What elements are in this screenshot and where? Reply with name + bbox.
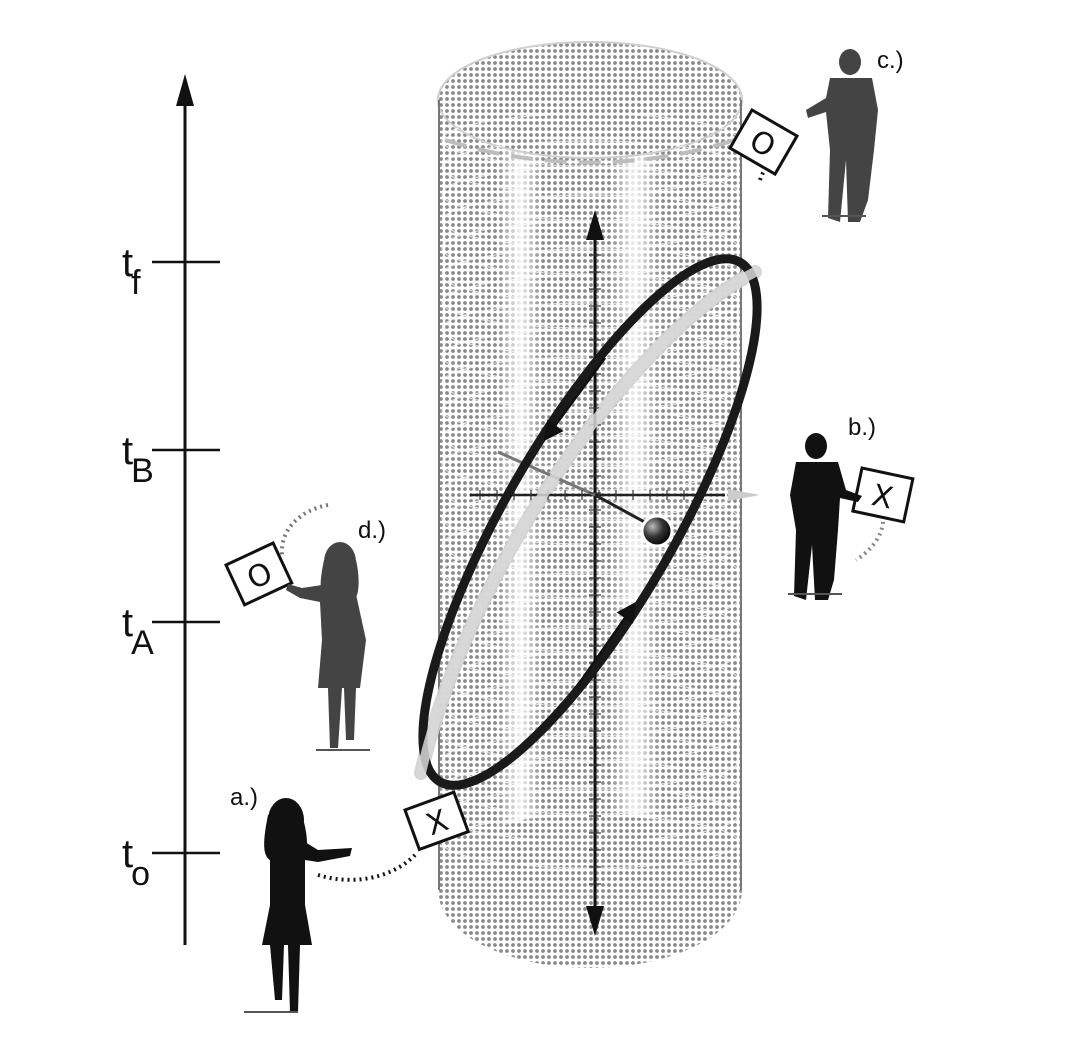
timeline-arrow-icon	[176, 74, 194, 106]
orbit-ring	[418, 254, 762, 790]
timeline-tick-label: tf	[122, 241, 141, 302]
cylinder-bottom-cap	[438, 812, 742, 968]
vertical-axis-top-arrow-icon	[586, 210, 604, 240]
svg-text:b.): b.)	[848, 414, 876, 441]
participant-d: O d.)	[224, 503, 386, 751]
moving-particle	[640, 514, 674, 548]
card-o-d: O	[224, 541, 294, 607]
card-x-b: X	[851, 466, 915, 524]
svg-text:d.): d.)	[358, 517, 386, 544]
man-silhouette-icon	[790, 433, 862, 600]
timeline-axis: tf tB tA to	[122, 74, 220, 945]
card-o-c: O	[727, 107, 800, 177]
card-x-a: X	[403, 790, 471, 852]
participant-c: O c.)	[727, 47, 904, 222]
timeline-tick-label: tB	[122, 429, 154, 490]
svg-text:c.): c.)	[877, 47, 904, 74]
participant-b: X b.)	[788, 414, 915, 600]
participant-a: X a.)	[230, 784, 471, 1013]
direction-arrow-down	[543, 357, 607, 442]
cylinder-grid-rings	[441, 113, 739, 869]
man-silhouette-icon	[806, 49, 878, 222]
cylinder-top-cap	[438, 42, 742, 158]
timeline-tick-label: tA	[122, 601, 154, 662]
direction-arrow-up	[576, 601, 637, 686]
svg-text:a.): a.)	[230, 784, 258, 811]
woman-silhouette-icon	[286, 542, 366, 748]
vertical-axis-bottom-arrow-icon	[586, 906, 604, 936]
timeline-tick-label: to	[122, 832, 150, 893]
woman-silhouette-icon	[262, 798, 352, 1012]
